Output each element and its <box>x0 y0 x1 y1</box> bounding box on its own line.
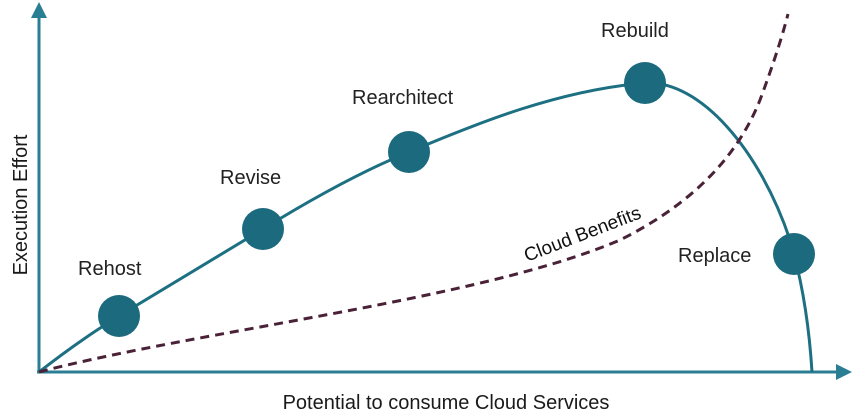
stage-marker-revise <box>242 208 284 250</box>
stage-marker-rearchitect <box>388 131 430 173</box>
stage-label-rearchitect: Rearchitect <box>352 87 454 109</box>
stage-label-revise: Revise <box>220 167 281 189</box>
stage-marker-replace <box>773 233 815 275</box>
x-axis-label: Potential to consume Cloud Services <box>283 392 610 414</box>
x-axis-arrowhead <box>836 364 852 380</box>
stage-label-rehost: Rehost <box>78 258 142 280</box>
effort-curve <box>38 81 814 374</box>
stage-label-replace: Replace <box>678 245 751 267</box>
stage-marker-rehost <box>98 295 140 337</box>
y-axis-label: Execution Effort <box>10 134 32 275</box>
cloud-benefits-curve <box>38 13 790 374</box>
cloud-benefits-label: Cloud Benefits <box>521 203 644 267</box>
y-axis-arrowhead <box>31 2 47 18</box>
stage-label-rebuild: Rebuild <box>601 20 669 42</box>
stage-marker-rebuild <box>624 62 666 104</box>
